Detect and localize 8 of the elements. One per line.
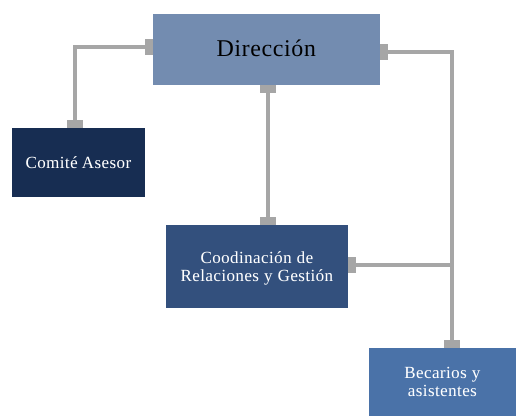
org-box <box>12 128 145 197</box>
org-box <box>369 348 516 416</box>
box-label: Becarios y asistentes <box>403 364 482 400</box>
box-label: Dirección <box>216 36 317 62</box>
org-box <box>153 14 380 85</box>
box-label: Comité Asesor <box>25 154 132 172</box>
org-box <box>166 225 348 308</box>
box-label: Coodinación de Relaciones y Gestión <box>180 248 334 284</box>
